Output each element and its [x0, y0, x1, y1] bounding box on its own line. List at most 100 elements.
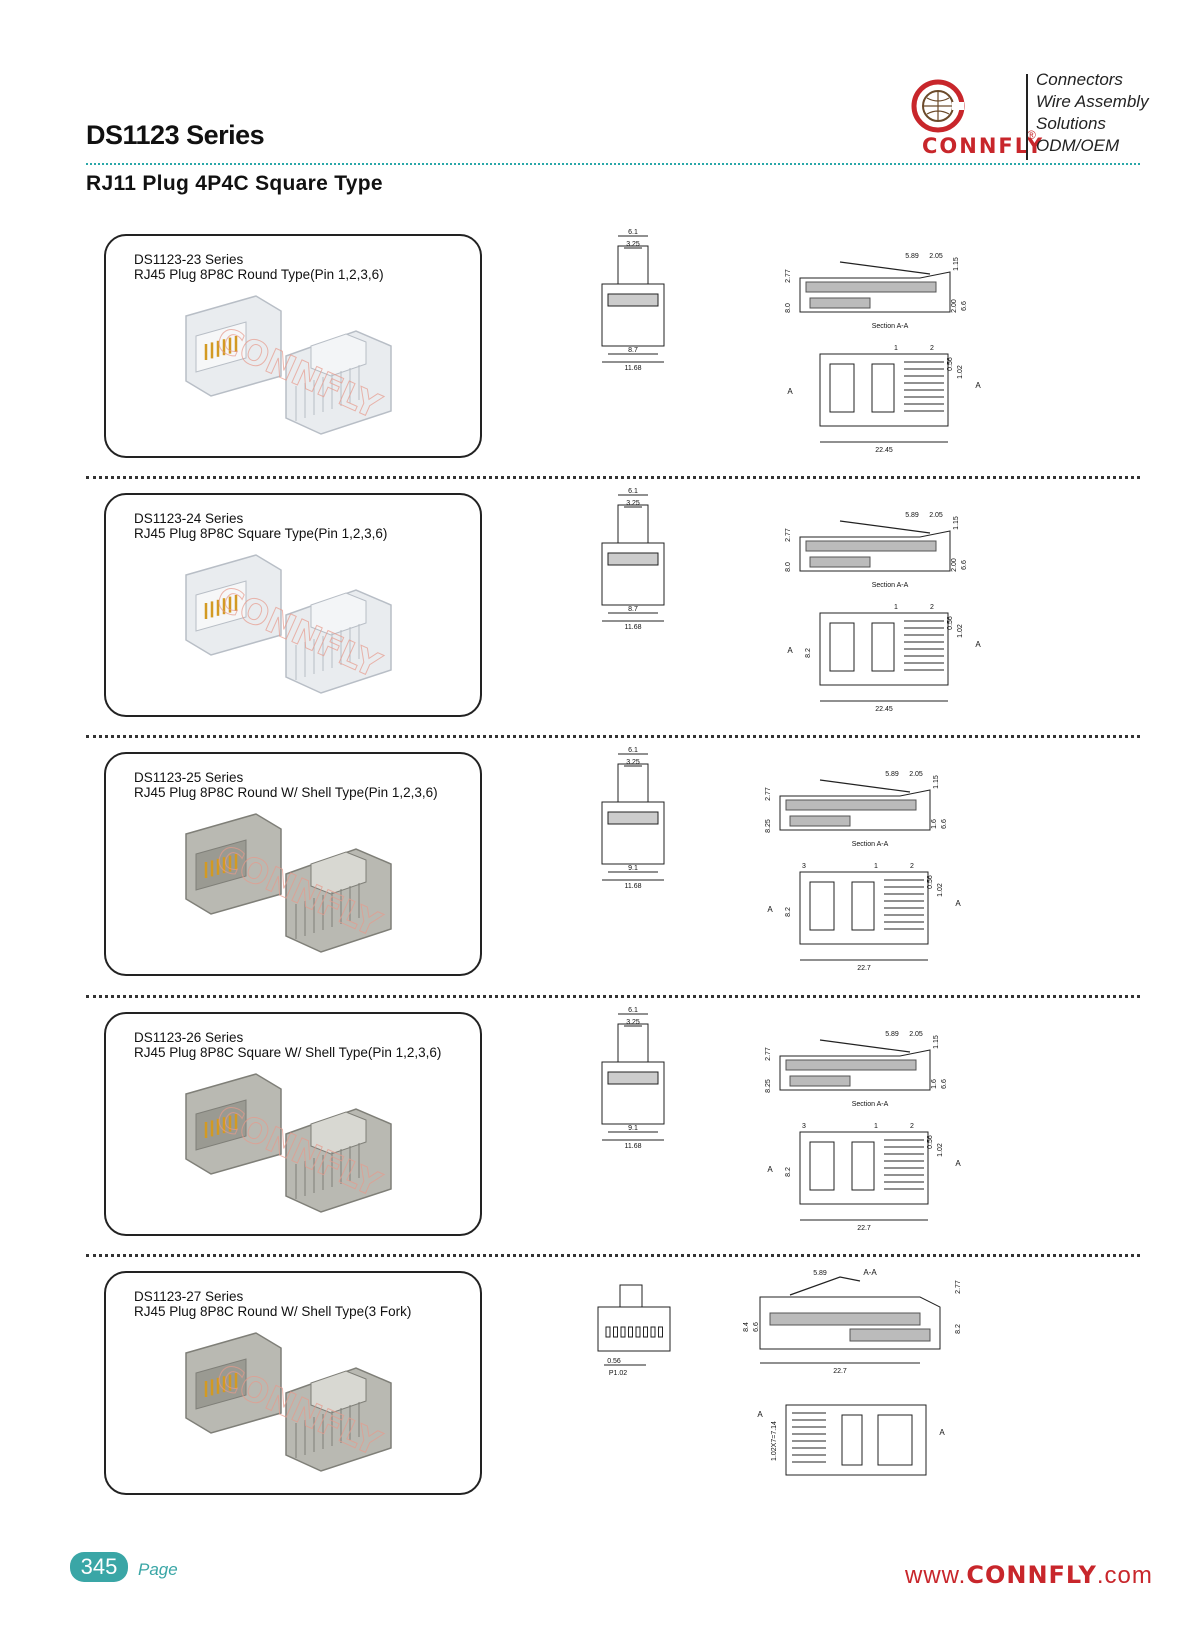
product-description: RJ45 Plug 8P8C Round W/ Shell Type(3 For…: [134, 1304, 412, 1319]
section-arrow-label: A: [757, 1410, 763, 1419]
section-divider: [86, 735, 1140, 738]
product-series-name: DS1123-27 Series: [134, 1289, 244, 1304]
dimension-label: 8.4: [743, 1322, 750, 1332]
bottom-view-body: [819, 353, 949, 427]
page-number-badge: 345: [70, 1552, 128, 1582]
dimension-label: 3.25: [626, 759, 640, 766]
latch-arm: [789, 1276, 861, 1296]
front-view-latch: [617, 763, 649, 803]
section-arrow-label: A: [975, 381, 981, 390]
callout-number: 2: [910, 863, 914, 870]
latch-arm: [819, 779, 911, 793]
dimension-label: 0.56: [607, 1358, 621, 1365]
website-url[interactable]: www.CONNFLY.com: [905, 1561, 1153, 1589]
dimension-label: 6.6: [961, 560, 968, 570]
dimension-label: 0.56: [947, 357, 954, 371]
dimension-label: 3.25: [626, 1019, 640, 1026]
section-arrow-label: A: [955, 899, 961, 908]
front-view-body: [601, 1061, 665, 1125]
bottom-view-window: [851, 881, 875, 931]
callout-number: 1: [894, 604, 898, 611]
section-body: [779, 1049, 931, 1091]
callout-number: 2: [930, 345, 934, 352]
tagline-solutions: Solutions: [1036, 114, 1106, 133]
front-view-body: [601, 283, 665, 347]
section-arrow-label: A: [955, 1159, 961, 1168]
dimension-label: 8.7: [628, 347, 638, 354]
front-view-latch: [617, 245, 649, 285]
contact-slot: [620, 1326, 626, 1338]
front-view-body: [601, 542, 665, 606]
dimension-label: 1.02: [937, 883, 944, 897]
product-description: RJ45 Plug 8P8C Round Type(Pin 1,2,3,6): [134, 267, 384, 282]
bottom-view-window: [809, 1141, 835, 1191]
dimension-label: 2.05: [909, 1031, 923, 1038]
series-title: DS1123 Series: [86, 120, 265, 150]
section-hatch: [805, 540, 937, 552]
contact-slot: [628, 1326, 633, 1338]
product-photo: CONNFLY: [185, 1332, 392, 1472]
callout-number: 3: [802, 1123, 806, 1130]
section-hatch: [789, 1075, 851, 1087]
bottom-view-window: [877, 1414, 913, 1466]
section-label: A-A: [863, 1268, 877, 1277]
bottom-view-window: [841, 1414, 863, 1466]
dimension-label: 1.15: [933, 775, 940, 789]
dimension-label: 8.2: [805, 648, 812, 658]
contact-slot: [635, 1326, 641, 1338]
dimension-label: 11.68: [625, 365, 642, 372]
dimension-label: 11.68: [625, 883, 642, 890]
dimension-label: 6.6: [753, 1322, 760, 1332]
dimension-label: 22.45: [875, 447, 893, 454]
section-body: [779, 789, 931, 831]
plug-front-face: [195, 839, 247, 891]
dimension-label: 6.1: [628, 488, 638, 495]
dimension-label: P1.02: [609, 1370, 627, 1377]
dimension-label: 22.7: [857, 965, 871, 972]
dimension-label: 1.02: [937, 1143, 944, 1157]
dimension-label: 5.89: [885, 1031, 899, 1038]
front-view-latch: [617, 1023, 649, 1063]
plug-latch: [310, 592, 367, 636]
section-hatch: [849, 1328, 931, 1342]
dimension-label: 8.2: [785, 907, 792, 917]
section-arrow-label: A: [767, 905, 773, 914]
section-hatch: [789, 815, 851, 827]
product-series-name: DS1123-24 Series: [134, 511, 244, 526]
plug-latch: [310, 1111, 367, 1155]
dimension-label: 11.68: [625, 1143, 642, 1150]
product-description: RJ45 Plug 8P8C Square Type(Pin 1,2,3,6): [134, 526, 388, 541]
contact-slot: [613, 1326, 618, 1338]
dimension-label: 0.56: [947, 616, 954, 630]
dimension-label: 5.89: [905, 253, 919, 260]
dimension-label: 1.02: [957, 624, 964, 638]
contact-slot: [650, 1326, 656, 1338]
section-hatch: [769, 1312, 921, 1326]
dimension-label: 2.05: [909, 771, 923, 778]
dimension-label: 5.89: [813, 1270, 827, 1277]
front-view-contacts: [607, 552, 659, 566]
dimension-label: 6.1: [628, 747, 638, 754]
section-arrow-label: A: [939, 1428, 945, 1437]
dimension-label: 6.1: [628, 1007, 638, 1014]
front-view-body: [601, 801, 665, 865]
bottom-view-window: [871, 363, 895, 413]
product-photo: CONNFLY: [185, 554, 392, 694]
bottom-view-window: [851, 1141, 875, 1191]
section-label: Section A-A: [872, 323, 909, 330]
dimension-label: 2.77: [785, 528, 792, 542]
plug-front-face: [195, 321, 247, 373]
section-body: [759, 1296, 941, 1350]
front-view-latch: [619, 1284, 643, 1308]
section-label: Section A-A: [852, 841, 889, 848]
dimension-label: 8.25: [765, 819, 772, 833]
dimension-label: 6.6: [941, 819, 948, 829]
dimension-label: 22.7: [833, 1368, 847, 1375]
